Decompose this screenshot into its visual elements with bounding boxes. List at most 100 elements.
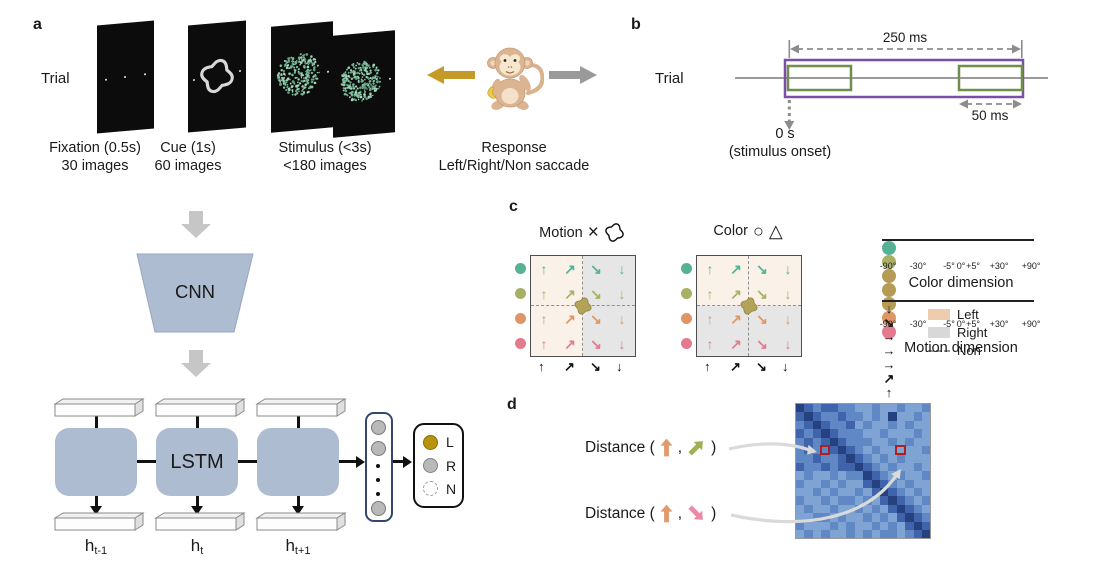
heatmap-cell [913,420,922,430]
bin-duration-label: 50 ms [971,108,1009,123]
heatmap-cell [829,429,838,438]
heatmap-cell [846,429,855,438]
heatmap-cell [871,437,880,446]
heatmap-cell [796,496,805,505]
heatmap-cell [863,454,872,463]
grid-cell: ↓ [775,331,801,356]
panel-a-label: a [33,16,42,33]
lstm-cell-2: LSTM [156,428,238,496]
heatmap-cell [854,420,864,430]
heatmap-cell [854,412,864,421]
angle-arrow: ↘ [883,314,895,330]
cue-clover-icon [200,58,234,94]
heatmap-cell [796,437,805,446]
grid-cell: ↑ [697,306,723,331]
grid-direction-arrow: ↗ [730,260,742,277]
heatmap-cell [796,412,805,421]
heatmap-cell [804,504,813,514]
heatmap-cell [880,513,889,522]
heatmap-cell [871,412,880,421]
angle-arrow: → [882,328,896,344]
heatmap-cell [863,496,872,505]
heatmap-cell [888,429,897,438]
grid-cell: ↘ [749,331,775,356]
non-swatch [928,349,950,352]
recurrent-connector [137,460,156,463]
cue-caption: Cue (1s) 60 images [154,140,222,174]
heatmap-cell [880,404,889,413]
heatmap-cell [846,521,855,530]
heatmap-cell [863,488,872,497]
unit-circle [371,441,386,456]
row-color-dot [515,338,526,349]
heatmap-cell [838,504,847,514]
heatmap-cell [905,471,914,480]
heatmap-cell [913,479,922,488]
heatmap-cell [846,412,855,421]
heatmap-cell [880,479,889,488]
heatmap-cell [905,488,914,497]
heatmap-cell [863,446,872,455]
right-swatch [928,327,950,338]
grid-cell: ↓ [609,331,635,356]
heatmap-cell [804,479,813,488]
orange-up-arrow-icon [660,438,673,457]
heatmap-cell [804,404,813,413]
heatmap-cell [888,479,897,488]
heatmap-cell [913,488,922,497]
angle-dot [882,282,896,297]
heatmap-cell [838,513,847,522]
heatmap-cell [922,504,931,514]
heatmap-cell [896,454,906,463]
heatmap-cell [829,437,838,446]
right-unit-icon [423,458,438,473]
grid-cell: ↘ [583,331,609,356]
heatmap-cell [796,462,805,472]
angle-dot [882,240,896,255]
grid-cell: ↓ [609,281,635,306]
grid-direction-arrow: ↗ [564,310,576,327]
heatmap-cell [821,437,830,446]
hidden-state-label: ht-1 [84,536,108,557]
angle-tick-label: -90° [879,319,897,329]
heatmap-cell [812,479,822,488]
axis-direction-arrow: ↑ [704,359,711,374]
heatmap-cell [829,521,838,530]
heatmap-cell [821,446,830,455]
heatmap-cell [905,454,914,463]
angle-dot [882,254,896,269]
heatmap-cell [880,471,889,480]
readout-arrowhead [403,455,412,468]
heatmap-cell [804,462,813,472]
heatmap-cell [922,437,931,446]
grid-direction-arrow: ↘ [756,335,768,352]
output-vector [365,412,393,522]
heatmap-cell [863,479,872,488]
input-connector [195,416,199,428]
grid-direction-arrow: ↑ [706,335,714,352]
left-saccade-arrow-icon [427,66,475,84]
heatmap-cell [922,404,931,413]
orange-up-arrow-icon [660,504,673,523]
grid-direction-arrow: ↓ [784,335,792,352]
heatmap-cell [854,454,864,463]
heatmap-cell [863,412,872,421]
panel-d-label: d [507,396,517,413]
angle-arrow: ↑ [885,384,893,400]
grid-direction-arrow: ↓ [784,285,792,302]
grid-direction-arrow: ↗ [564,335,576,352]
heatmap-cell [880,412,889,421]
heatmap-cell [804,496,813,505]
heatmap-cell [888,504,897,514]
bin-window-last [957,64,1024,92]
output-arrowhead [356,455,365,468]
legend-right: Right [928,325,987,340]
stimulus-screen-1 [271,21,333,133]
grid-cell: ↓ [609,306,635,331]
motion-grid-title: Motion × [522,222,642,243]
heatmap-cell [871,521,880,530]
heatmap-cell [913,429,922,438]
response-caption: Response Left/Right/Non saccade [438,140,590,174]
angle-tick-label: -30° [909,261,927,271]
heatmap-cell [846,404,855,413]
